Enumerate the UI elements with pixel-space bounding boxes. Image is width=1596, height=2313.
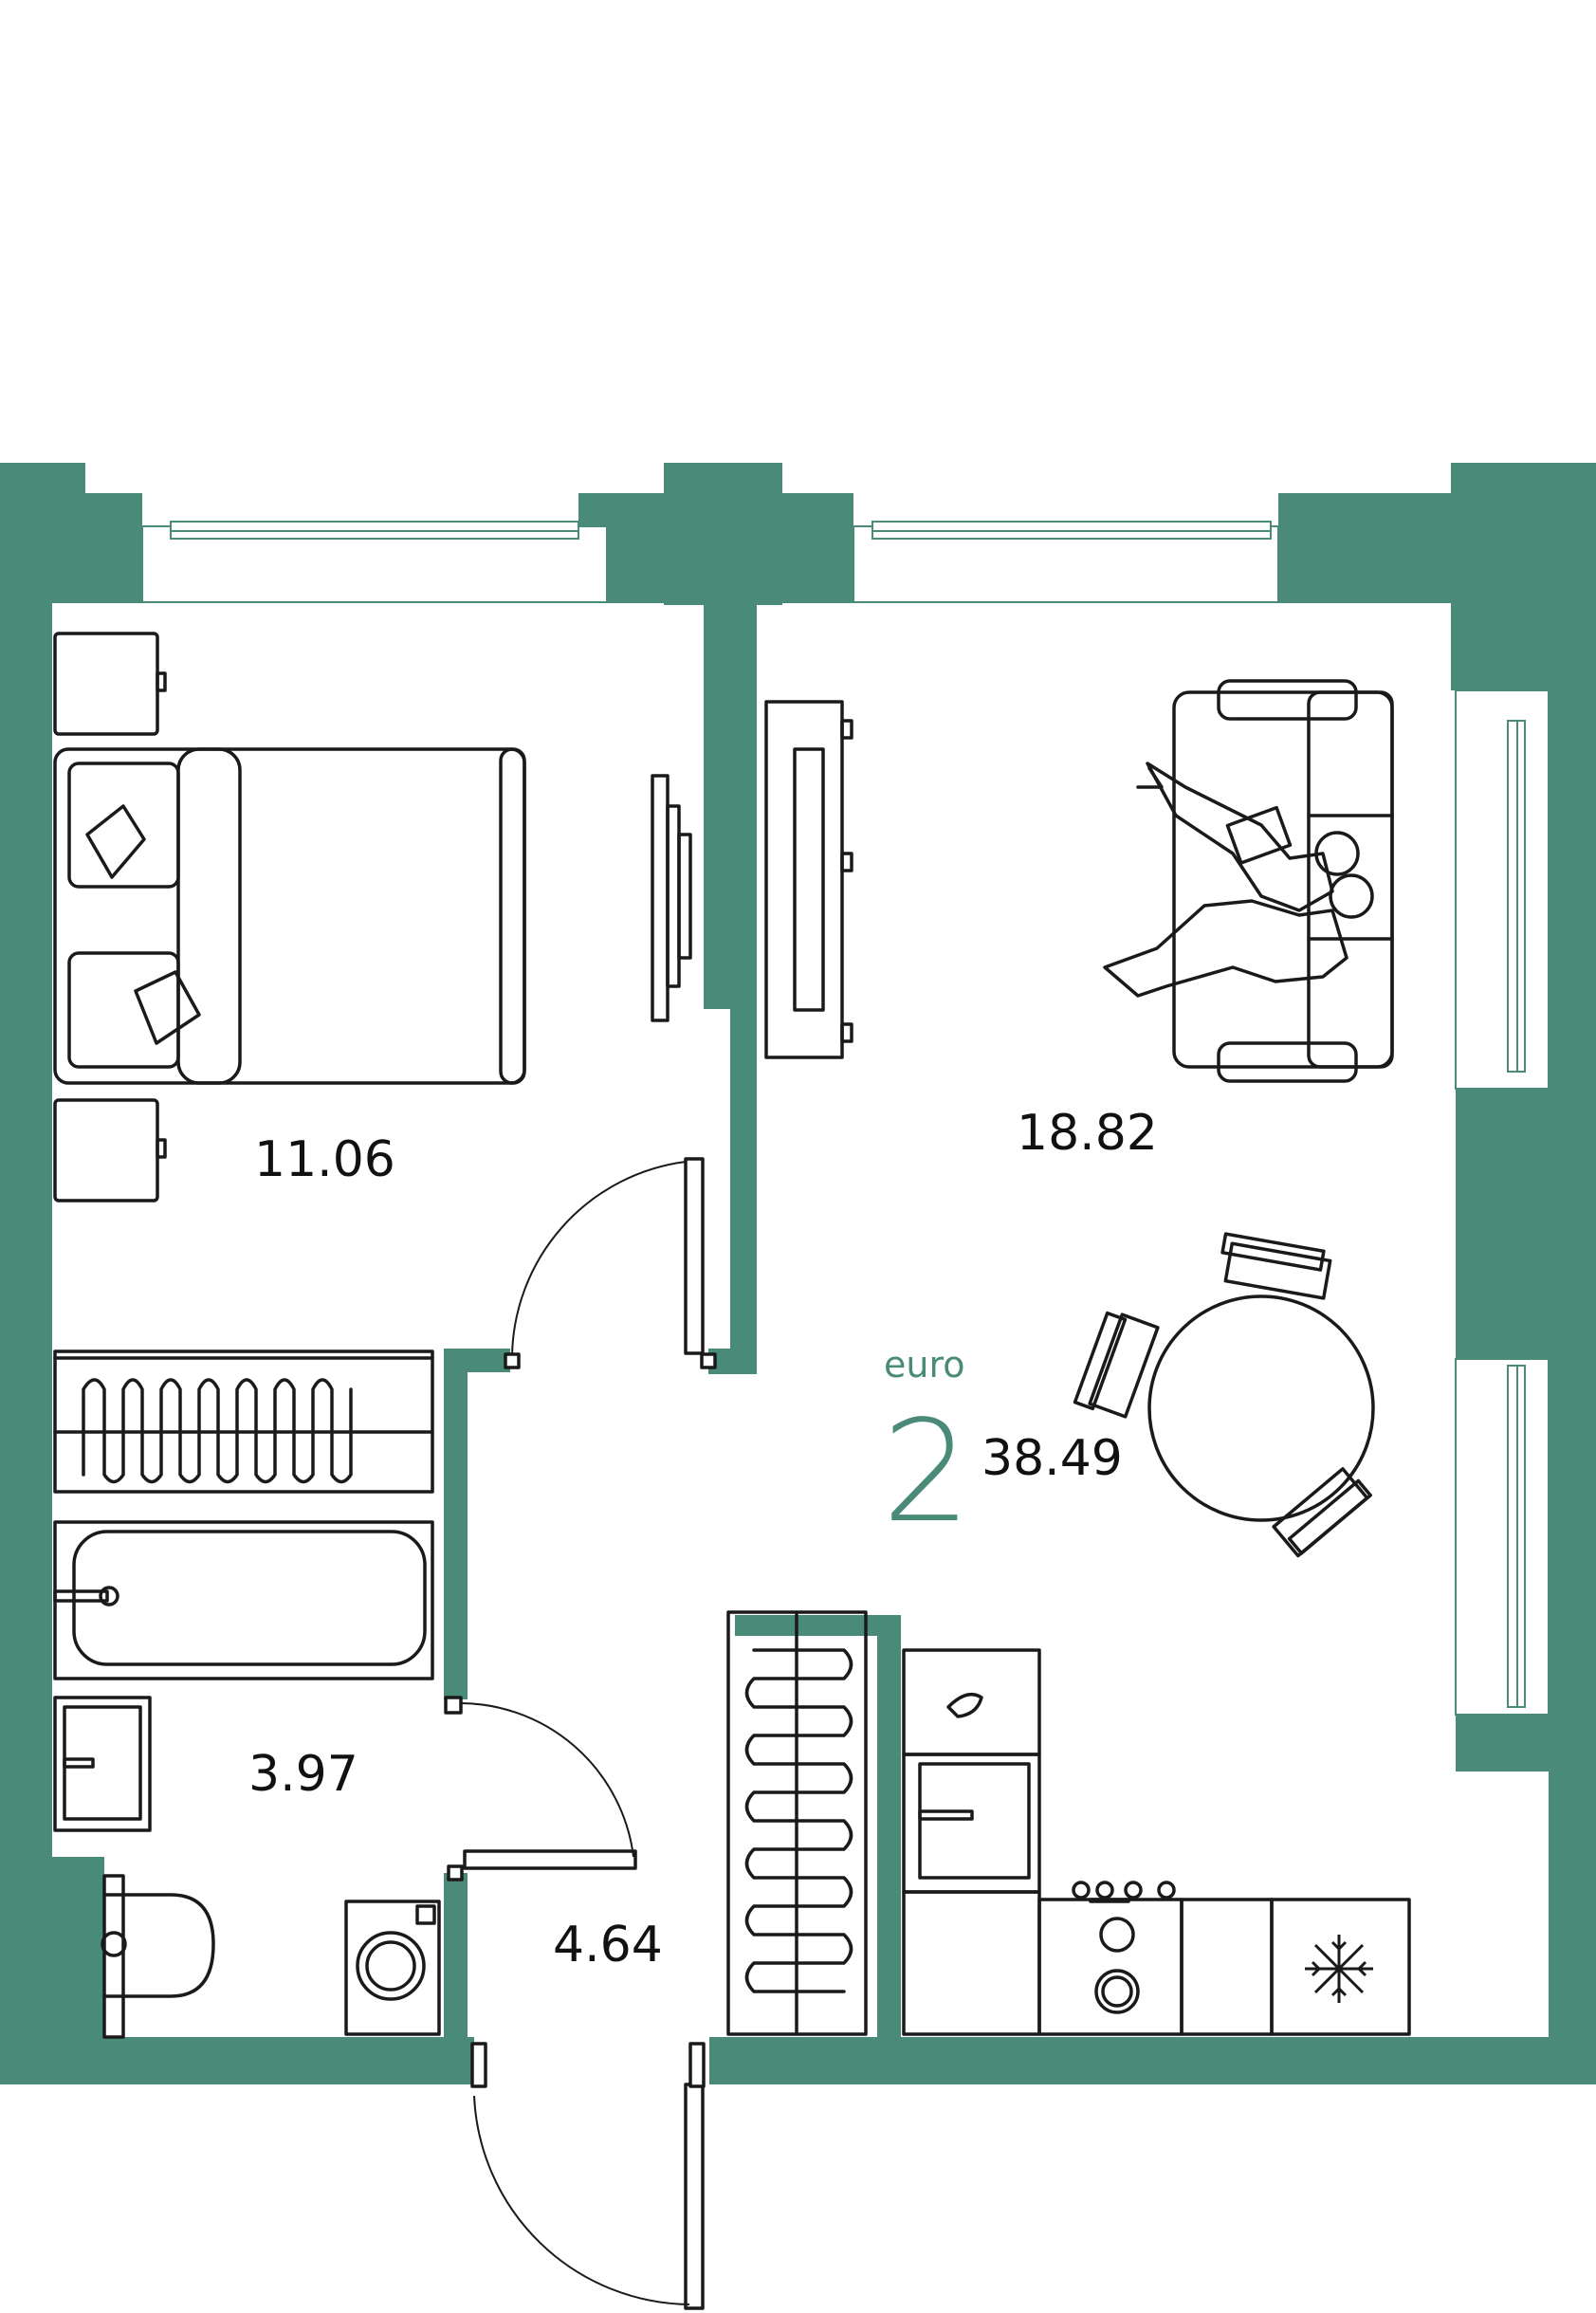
- bed-icon: [53, 632, 526, 1202]
- tv-icon: [651, 700, 853, 1059]
- hallway-area: 4.64: [553, 1917, 663, 1973]
- dining-table-icon: [1073, 1232, 1375, 1558]
- washing-machine-icon: [344, 1900, 441, 2036]
- wardrobe-icon: [53, 1349, 868, 2036]
- bathroom-area: 3.97: [248, 1746, 358, 1803]
- apartment-type-label: euro: [884, 1344, 965, 1386]
- bedroom-area: 11.06: [254, 1131, 395, 1188]
- sink-icon: [902, 1648, 1041, 1894]
- bathtub-icon: [53, 1520, 434, 1680]
- sofa-icon: [1103, 679, 1394, 1083]
- living-kitchen-area: 18.82: [1017, 1105, 1158, 1162]
- total-area: 38.49: [981, 1430, 1123, 1487]
- windows: [141, 521, 1550, 1716]
- sink-icon: [53, 1696, 152, 1832]
- toilet-icon: [101, 1874, 215, 2039]
- walls: [0, 463, 1596, 2084]
- stove-icon: [902, 1881, 1183, 2036]
- rooms-count: 2: [882, 1390, 971, 1553]
- fridge-snowflake-icon: [1180, 1898, 1411, 2036]
- doors: [444, 1157, 717, 2310]
